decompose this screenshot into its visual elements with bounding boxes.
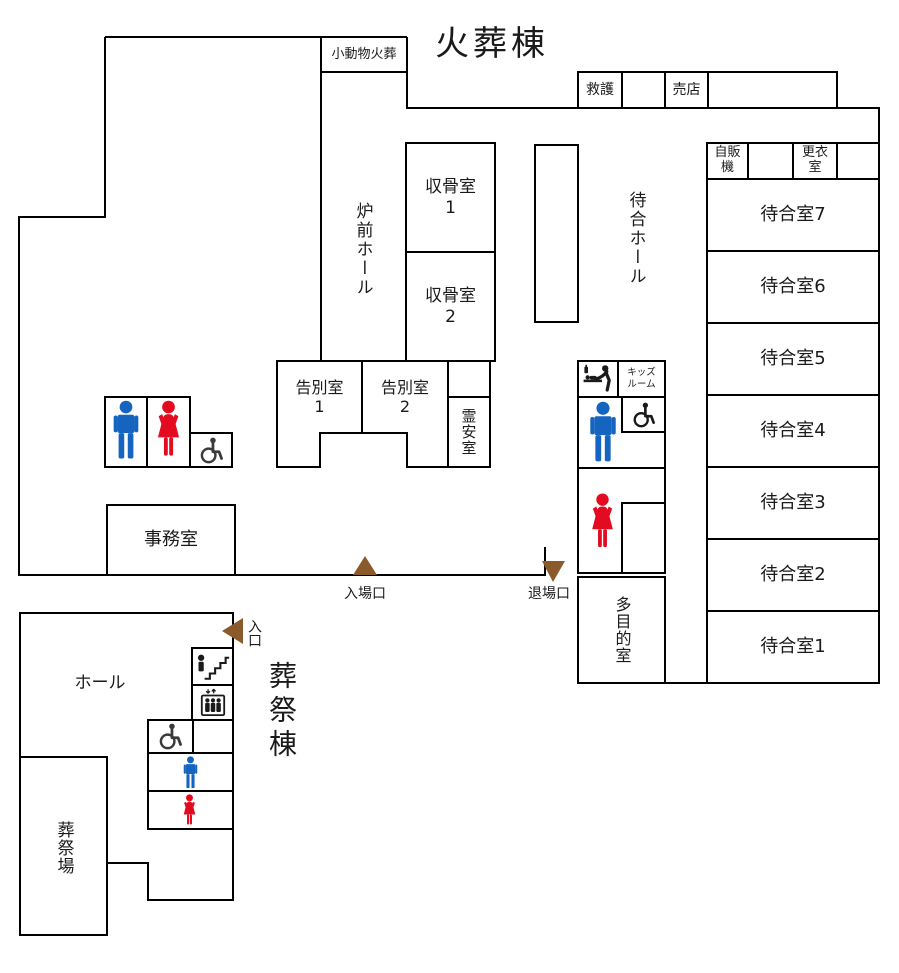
accessible-toilet-icon <box>633 402 655 428</box>
room-label-farewell-2: 告別室 2 <box>380 377 429 416</box>
room-label-mortuary: 霊安室 <box>459 408 478 456</box>
womens-toilet-icon <box>157 400 180 456</box>
room-label-hall: ホール <box>74 672 126 693</box>
room-label-waiting-room-5: 待合室5 <box>760 348 826 370</box>
room-label-waiting-room-1: 待合室1 <box>760 636 826 658</box>
room-label-multipurpose: 多目的室 <box>612 596 632 664</box>
room-label-kids-room: キッズ ルーム <box>627 366 656 390</box>
room-label-farewell-1: 告別室 1 <box>295 377 344 416</box>
mens-toilet-icon <box>113 400 139 459</box>
room-label-first-aid: 救護 <box>586 81 614 98</box>
room-label-vending-machine: 自販 機 <box>714 145 741 175</box>
exit-arrow-icon <box>542 561 565 582</box>
room-label-shop: 売店 <box>672 81 701 98</box>
accessible-toilet-icon <box>200 437 223 464</box>
room-label-waiting-room-2: 待合室2 <box>760 564 826 586</box>
baby-changing-icon <box>582 364 611 392</box>
room-label-ossuary-2: 収骨室 2 <box>425 286 476 327</box>
elevator-icon <box>200 688 226 717</box>
room-label-waiting-room-3: 待合室3 <box>760 492 826 514</box>
exit-label: 退場口 <box>528 585 570 602</box>
room-label-waiting-room-6: 待合室6 <box>760 276 826 298</box>
room-label-waiting-hall: 待合ホール <box>625 190 646 286</box>
room-label-funeral-hall: 葬祭場 <box>53 821 74 875</box>
womens-toilet-icon <box>592 493 613 548</box>
entry-arrow-icon <box>353 556 377 575</box>
accessible-toilet-icon <box>159 723 182 750</box>
room-label-small-animal-crematory: 小動物火葬 <box>331 46 397 62</box>
womens-toilet-icon <box>183 794 196 825</box>
room-label-waiting-room-7: 待合室7 <box>760 204 826 226</box>
entry-label: 入場口 <box>344 585 386 602</box>
funeral-entry-label: 入口 <box>246 619 262 647</box>
room-label-office: 事務室 <box>144 529 198 551</box>
mens-toilet-icon <box>590 401 616 462</box>
room-label-furnace-hall: 炉前ホール <box>352 201 373 297</box>
funeral-wing-walls <box>19 612 234 936</box>
room-label-ossuary-1: 収骨室 1 <box>425 177 476 218</box>
funeral-wing-title: 葬祭棟 <box>265 661 298 763</box>
stairs-icon <box>196 653 230 680</box>
room-label-waiting-room-4: 待合室4 <box>760 420 826 442</box>
crematorium-wing-title: 火葬棟 <box>435 23 549 64</box>
mens-toilet-icon <box>183 756 198 789</box>
funeral-entry-arrow-icon <box>222 618 243 644</box>
crematorium-walls <box>18 36 880 684</box>
room-label-changing-room: 更衣 室 <box>801 145 828 175</box>
